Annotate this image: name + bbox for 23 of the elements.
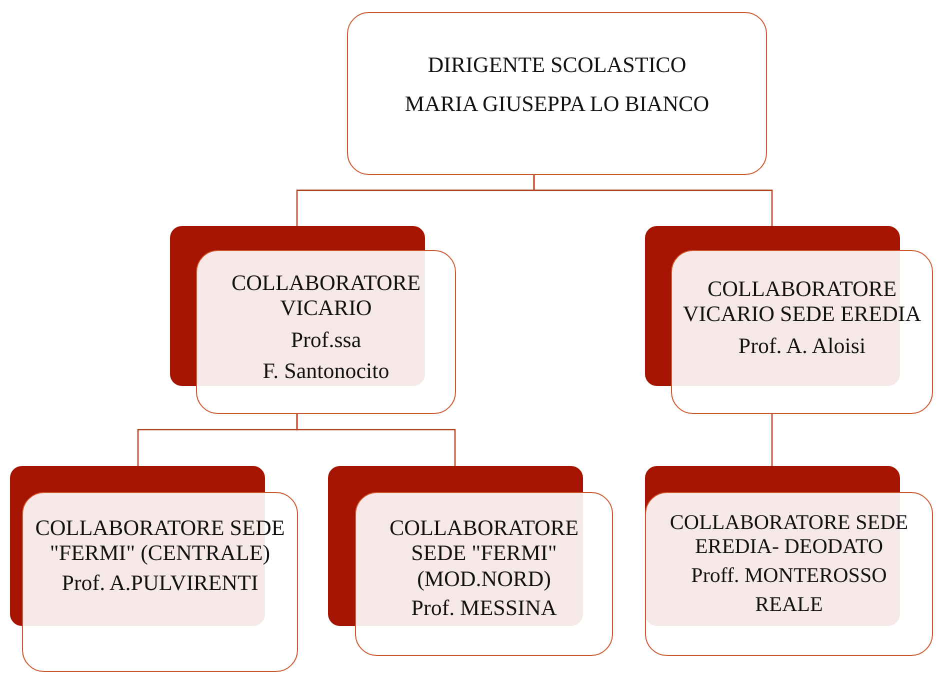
- role-title: COLLABORATORE VICARIO: [230, 270, 422, 321]
- org-box: [22, 492, 298, 672]
- org-box: [645, 492, 933, 656]
- role-title: COLLABORATORE SEDE "FERMI" (MOD.NORD): [388, 515, 580, 591]
- person-name: REALE: [755, 592, 823, 616]
- org-box: [671, 250, 933, 414]
- connector-line: [771, 414, 773, 466]
- role-title: COLLABORATORE VICARIO SEDE EREDIA: [682, 276, 922, 327]
- role-title: DIRIGENTE SCOLASTICO: [428, 52, 686, 78]
- org-box: [347, 12, 767, 175]
- person-name: F. Santonocito: [262, 358, 390, 384]
- org-box: [196, 250, 456, 414]
- person-name: MARIA GIUSEPPA LO BIANCO: [404, 91, 710, 117]
- role-title: COLLABORATORE SEDE EREDIA- DEODATO: [668, 510, 910, 558]
- org-box: [355, 492, 613, 656]
- person-name: Prof.ssa: [290, 326, 362, 352]
- connector-line: [533, 175, 773, 226]
- person-name: Prof. A.PULVIRENTI: [62, 570, 258, 595]
- person-name: Prof. A. Aloisi: [738, 332, 866, 358]
- person-name: Prof. MESSINA: [411, 594, 557, 620]
- person-name: Proff. MONTEROSSO: [691, 562, 887, 587]
- role-title: COLLABORATORE SEDE "FERMI" (CENTRALE): [34, 515, 286, 566]
- connector-line: [296, 414, 456, 466]
